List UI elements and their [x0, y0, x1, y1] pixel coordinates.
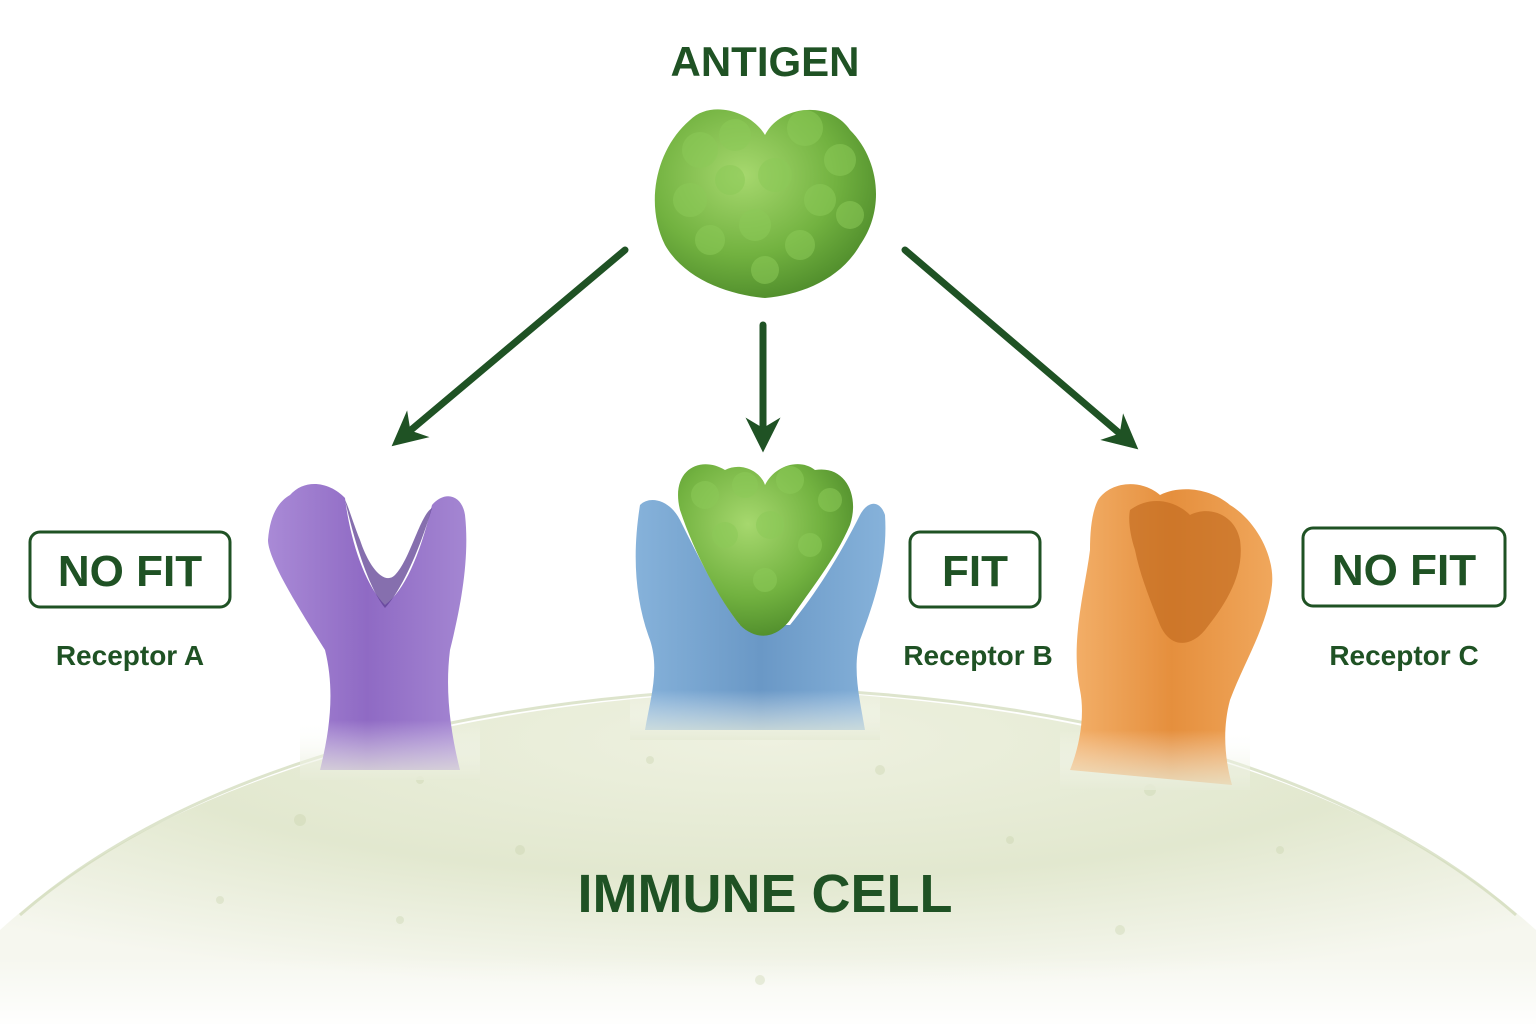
- receptor-c-name: Receptor C: [1329, 640, 1478, 671]
- receptor-a-fit-label: NO FIT: [58, 547, 202, 596]
- antigen-title: ANTIGEN: [671, 38, 860, 85]
- receptor-c-fit-badge: [1301, 526, 1507, 608]
- receptor-b-fit-label: FIT: [942, 547, 1008, 596]
- receptor-a-name: Receptor A: [56, 640, 204, 671]
- receptor-b-name: Receptor B: [903, 640, 1052, 671]
- immune-cell-label: IMMUNE CELL: [578, 864, 953, 924]
- antigen-molecule: [654, 109, 877, 298]
- receptor-c-label-group: NO FIT Receptor C: [1301, 526, 1507, 671]
- receptor-b-shape: [630, 464, 886, 740]
- arrow-to-receptor-a: [391, 246, 629, 447]
- receptor-c-fit-label: NO FIT: [1332, 546, 1476, 595]
- receptor-a-fit-badge: [28, 530, 232, 609]
- arrows: [391, 246, 1139, 453]
- arrow-to-receptor-c: [901, 246, 1139, 450]
- receptor-a-label-group: NO FIT Receptor A: [28, 530, 232, 671]
- receptor-b-fit-badge: [908, 530, 1042, 609]
- receptor-b-label-group: FIT Receptor B: [903, 530, 1053, 671]
- receptor-a-shape: [268, 483, 480, 780]
- receptor-c-shape: [1060, 484, 1273, 790]
